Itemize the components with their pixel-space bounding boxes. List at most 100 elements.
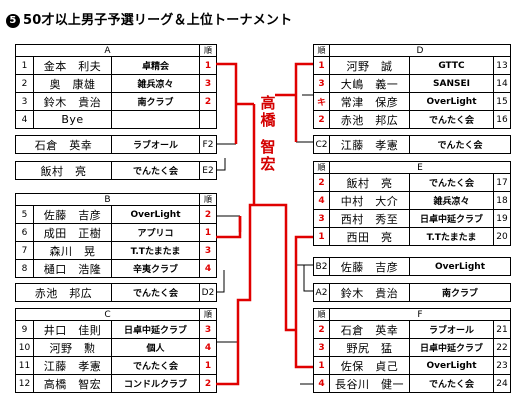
seed-code: D2: [199, 283, 217, 302]
event-number-badge: 5: [6, 14, 20, 28]
player-club: 南クラブ: [409, 283, 511, 302]
player-club: OverLight: [409, 257, 511, 276]
champion-surname: 高 橋: [259, 95, 277, 129]
player-name: 西田 亮: [329, 227, 410, 246]
player-name: 江藤 孝憲: [329, 135, 410, 154]
winner-line: [270, 203, 296, 332]
champion-char: 高: [260, 94, 276, 112]
player-name: 飯村 亮: [329, 173, 410, 192]
player-no: 16: [492, 110, 512, 129]
winner-line: [216, 216, 242, 239]
bracket-line: [216, 270, 225, 293]
player-name: 河野 勲: [33, 338, 112, 357]
player-name: 成田 正樹: [33, 223, 112, 242]
player-no: 15: [492, 92, 512, 111]
player-name: 金本 利夫: [33, 56, 112, 75]
player-rank: 1: [199, 223, 218, 242]
player-club: 個人: [110, 338, 201, 357]
winner-line: [216, 342, 240, 386]
title-text: 50才以上男子予選リーグ＆上位トーナメント: [23, 13, 293, 28]
player-name: 鈴木 貴治: [33, 92, 112, 111]
player-no: 20: [492, 227, 512, 246]
player-name: 佐藤 吉彦: [33, 205, 112, 224]
seed-code: B2: [313, 257, 330, 276]
player-rank: 4: [199, 259, 218, 278]
player-no: 22: [493, 338, 511, 357]
player-name: 井口 佳則: [33, 320, 112, 339]
player-name: 佐保 貞己: [329, 356, 410, 375]
player-rank: 2: [199, 205, 218, 224]
player-name: 鈴木 貴治: [329, 283, 410, 302]
player-name: 森川 晃: [33, 241, 112, 260]
player-rank: 4: [313, 374, 330, 393]
champion-given: 智 宏: [259, 139, 277, 173]
player-name: 赤池 邦広: [15, 283, 112, 302]
player-club: 辛夷クラブ: [110, 259, 201, 278]
player-name: 石倉 英幸: [15, 135, 112, 154]
winner-line: [294, 235, 313, 265]
player-no: 19: [492, 209, 512, 228]
winner-line: [294, 62, 313, 142]
player-name: 飯村 亮: [15, 161, 112, 180]
player-name: 河野 誠: [329, 56, 410, 75]
player-name: Bye: [33, 110, 112, 129]
bracket-line: [216, 158, 226, 171]
bracket-line: [303, 265, 313, 292]
champion-char: 智: [260, 138, 276, 156]
player-club: T.Tたまたま: [409, 227, 494, 246]
player-name: 高橋 智宏: [33, 374, 112, 393]
player-club: でんたく会: [409, 135, 511, 154]
player-club: コンドルクラブ: [110, 374, 201, 393]
player-name: 佐藤 吉彦: [329, 257, 410, 276]
player-club: でんたく会: [409, 374, 494, 393]
champion-char: 橋: [260, 111, 276, 129]
player-name: 樋口 浩隆: [33, 259, 112, 278]
winner-line: [294, 265, 313, 369]
seed-code: C2: [313, 135, 330, 154]
player-rank: [199, 110, 217, 129]
player-no: 24: [493, 374, 511, 393]
winner-line: [236, 203, 270, 342]
champion-char: 宏: [260, 155, 276, 173]
